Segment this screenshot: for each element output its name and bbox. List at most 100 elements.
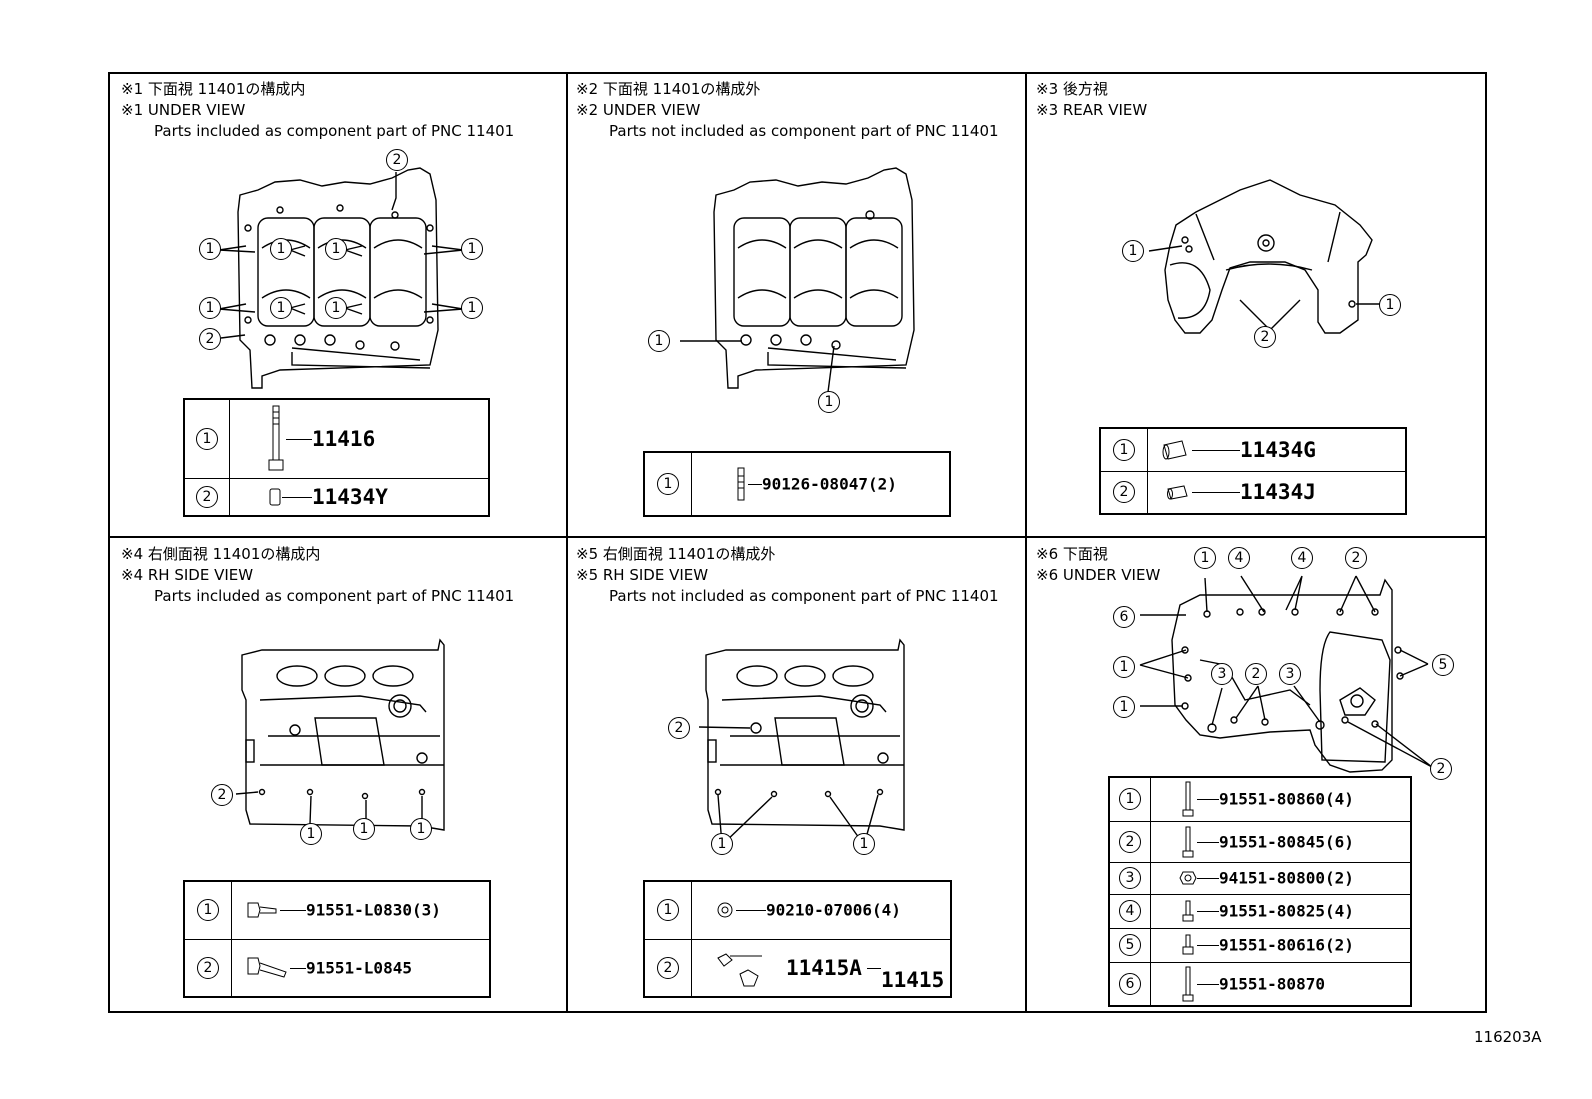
- callout-number: 2: [1430, 758, 1452, 780]
- callout-number: 3: [1279, 663, 1301, 685]
- callout-number: 1: [270, 238, 292, 260]
- table-row: 1 91551-80860(4): [1108, 776, 1412, 822]
- part-number: 11434J: [1240, 480, 1316, 505]
- part-number: 91551-80845(6): [1219, 832, 1354, 851]
- callout-number: 1: [711, 833, 733, 855]
- callout-number: 1: [300, 823, 322, 845]
- callout-number: 1: [648, 330, 670, 352]
- callout-number: 2: [199, 328, 221, 350]
- callout-number: 1: [461, 238, 483, 260]
- bolt-icon: [1182, 826, 1194, 857]
- panel-6-title-en: ※6 UNDER VIEW: [1036, 566, 1161, 584]
- callout-number: 1: [1122, 240, 1144, 262]
- part-number: 11434Y: [312, 484, 388, 509]
- panel-5-parts-table: 1 90210-07006(4) 2 11415A 11415: [643, 880, 952, 998]
- callout-number: 4: [1291, 547, 1313, 569]
- part-number: 91551-L0845: [306, 958, 412, 978]
- part-group-number: 11415: [881, 967, 945, 992]
- long-bolt-icon: [268, 405, 284, 471]
- panel-1-parts-table: 1 11416 2 11434Y: [183, 398, 490, 517]
- table-row: 1 11434G: [1099, 427, 1407, 472]
- callout-number: 1: [1379, 294, 1401, 316]
- panel-4-header: ※4 右側面視 11401の構成内 ※4 RH SIDE VIEW Parts …: [121, 544, 514, 607]
- panel-5-title-jp: ※5 右側面視 11401の構成外: [576, 545, 776, 563]
- row-number: 1: [657, 899, 679, 922]
- short-bolt-icon: [247, 902, 277, 918]
- callout-number: 4: [1228, 547, 1250, 569]
- panel-1-note: Parts included as component part of PNC …: [154, 122, 515, 140]
- row-number: 6: [1119, 972, 1141, 995]
- callout-number: 1: [1194, 547, 1216, 569]
- panel-4-title-en: ※4 RH SIDE VIEW: [121, 566, 254, 584]
- panel-6-header: ※6 下面視 ※6 UNDER VIEW: [1036, 544, 1160, 586]
- panel-1-header: ※1 下面視 11401の構成内 ※1 UNDER VIEW Parts inc…: [121, 79, 514, 142]
- callout-number: 1: [199, 238, 221, 260]
- part-number: 91551-80870: [1219, 974, 1325, 994]
- callout-number: 1: [818, 391, 840, 413]
- panel-1-title-jp: ※1 下面視 11401の構成内: [121, 80, 306, 98]
- row-number: 2: [1119, 830, 1141, 853]
- callout-number: 1: [1113, 696, 1135, 718]
- row-number: 5: [1119, 934, 1141, 956]
- pin-icon: [269, 488, 281, 506]
- table-row: 5 91551-80616(2): [1108, 927, 1412, 963]
- callout-number: 2: [211, 784, 233, 806]
- bolt-icon: [1182, 781, 1194, 817]
- panel-3-header: ※3 後方視 ※3 REAR VIEW: [1036, 79, 1147, 121]
- panel-5-note: Parts not included as component part of …: [609, 587, 999, 605]
- row-number: 2: [197, 956, 219, 979]
- table-row: 2 11434Y: [183, 477, 490, 517]
- panel-2-parts-table: 1 90126-08047(2): [643, 451, 951, 517]
- callout-number: 2: [386, 149, 408, 171]
- callout-number: 5: [1432, 654, 1454, 676]
- part-number: 91551-80860(4): [1219, 789, 1354, 809]
- panel-5-header: ※5 右側面視 11401の構成外 ※5 RH SIDE VIEW Parts …: [576, 544, 999, 607]
- sheet-code: 116203A: [1474, 1028, 1542, 1046]
- row-number: 2: [1113, 481, 1135, 504]
- row-number: 1: [1119, 788, 1141, 811]
- panel-3-title-en: ※3 REAR VIEW: [1036, 101, 1148, 119]
- bolt-icon: [1182, 934, 1194, 955]
- callout-number: 1: [353, 818, 375, 840]
- panel-3-parts-table: 1 11434G 2 11434J: [1099, 427, 1407, 515]
- callout-number: 1: [199, 297, 221, 319]
- table-row: 1 11416: [183, 398, 490, 479]
- callout-number: 6: [1113, 606, 1135, 628]
- row-number: 3: [1119, 867, 1141, 889]
- part-number: 11415A: [786, 955, 862, 980]
- part-number: 11434G: [1240, 437, 1316, 462]
- table-row: 1 91551-L0830(3): [183, 880, 491, 940]
- panel-6-title-jp: ※6 下面視: [1036, 545, 1108, 563]
- table-row: 6 91551-80870: [1108, 961, 1412, 1007]
- table-row: 3 94151-80800(2): [1108, 861, 1412, 895]
- table-row: 2 91551-L0845: [183, 938, 491, 998]
- table-row: 2 11415A 11415: [643, 938, 952, 998]
- part-number: 11416: [312, 426, 376, 451]
- panel-2-note: Parts not included as component part of …: [609, 122, 999, 140]
- callout-number: 1: [461, 297, 483, 319]
- callout-number: 1: [410, 818, 432, 840]
- panel-5-title-en: ※5 RH SIDE VIEW: [576, 566, 709, 584]
- callout-number: 1: [270, 297, 292, 319]
- part-number: 91551-80825(4): [1219, 901, 1354, 921]
- row-number: 1: [657, 473, 679, 495]
- part-number: 91551-L0830(3): [306, 900, 441, 920]
- row-number: 2: [196, 485, 218, 508]
- panel-1-title-en: ※1 UNDER VIEW: [121, 101, 246, 119]
- panel-4-title-jp: ※4 右側面視 11401の構成内: [121, 545, 321, 563]
- table-row: 1 90210-07006(4): [643, 880, 952, 940]
- part-number: 90126-08047(2): [762, 474, 897, 494]
- table-row: 4 91551-80825(4): [1108, 893, 1412, 929]
- row-number: 1: [196, 427, 218, 450]
- row-number: 1: [1113, 438, 1135, 461]
- stud-bolt-icon: [737, 467, 745, 501]
- bolt-icon: [1182, 966, 1194, 1002]
- panel-6-parts-table: 1 91551-80860(4) 2 91551-80845(6) 3: [1108, 776, 1412, 1007]
- panel-4-note: Parts included as component part of PNC …: [154, 587, 515, 605]
- dowel-icon: [1162, 440, 1187, 460]
- panel-3-title-jp: ※3 後方視: [1036, 80, 1108, 98]
- callout-number: 1: [325, 297, 347, 319]
